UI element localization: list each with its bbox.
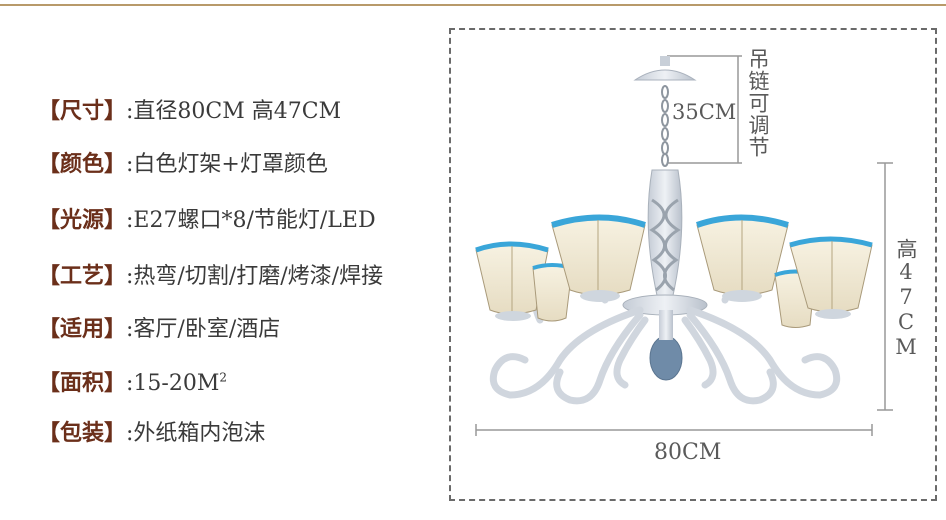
chain-dimension-line [667,55,742,164]
product-figure-frame [449,28,937,501]
spec-value: :E27螺口*8/节能灯/LED [126,208,376,233]
shade-outer-right [789,236,873,319]
spec-label: 【工艺】 [38,263,127,289]
width-dimension-line [475,424,873,436]
spec-label: 【光源】 [38,207,127,233]
chain-adjustable-note: 吊链可调节 [746,48,770,158]
height-dimension-line [877,162,893,411]
shade-inner-left-back [532,263,573,322]
width-label: 80CM [654,440,722,465]
spec-row-area: 【面积】:15-20M2 [38,368,227,399]
spec-row-packaging: 【包装】:外纸箱内泡沫 [38,418,265,449]
spec-row-size: 【尺寸】:直径80CM 高47CM [38,96,341,127]
ceiling-canopy [633,56,697,81]
hanging-chain [661,85,669,167]
scroll-arms [489,256,841,405]
chain-length-label: 35CM [672,100,737,124]
spec-value: :外纸箱内泡沫 [126,421,266,446]
spec-label: 【颜色】 [38,151,127,177]
shade-center-right [696,214,789,302]
spec-value: :直径80CM 高47CM [126,99,342,124]
spec-row-light-source: 【光源】:E27螺口*8/节能灯/LED [38,205,376,236]
superscript: 2 [219,370,228,385]
spec-label: 【尺寸】 [38,98,127,124]
spec-row-usage: 【适用】:客厅/卧室/酒店 [38,314,280,345]
spec-value: :热弯/切割/打磨/烤漆/焊接 [126,264,384,289]
central-column [622,169,708,381]
spec-value: :15-20M [126,371,220,396]
spec-value: :白色灯架+灯罩颜色 [126,152,328,177]
spec-label: 【适用】 [38,316,127,342]
spec-row-color: 【颜色】:白色灯架+灯罩颜色 [38,149,328,180]
spec-value: :客厅/卧室/酒店 [126,317,281,342]
shade-center-left [551,214,646,302]
spec-label: 【包装】 [38,420,127,446]
top-divider [0,4,946,6]
height-label: 高47CM [894,238,918,360]
spec-row-craft: 【工艺】:热弯/切割/打磨/烤漆/焊接 [38,261,383,292]
spec-label: 【面积】 [38,370,127,396]
